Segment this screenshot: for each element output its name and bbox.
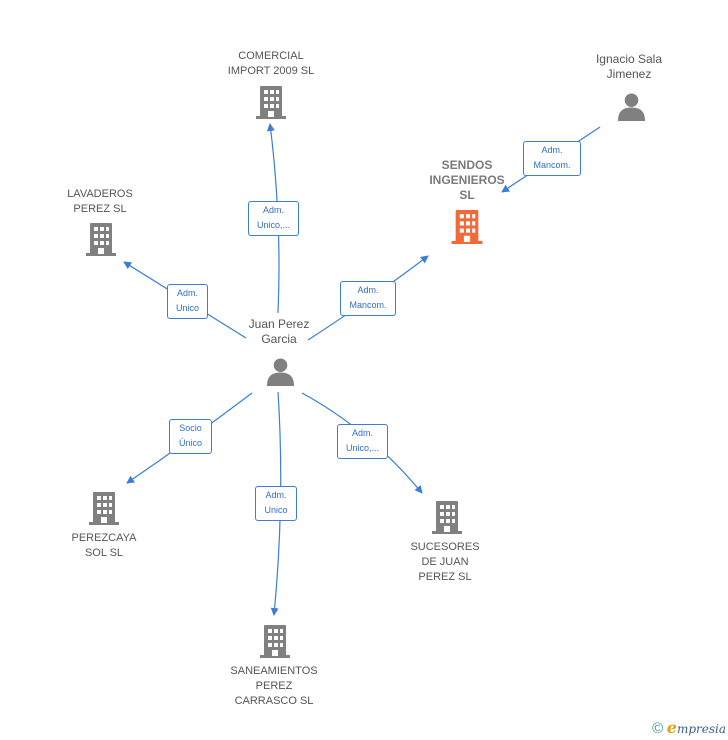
edge-label-sucesores[interactable]: Adm. Unico,... [337,424,388,459]
brand-logo[interactable]: empresia [666,718,726,737]
copyright-icon: © [652,720,664,737]
company-label-sendos[interactable]: SENDOS INGENIEROS SL [429,158,505,202]
company-label-perezcaya[interactable]: PEREZCAYA SOL SL [71,532,137,559]
building-icon-sendos[interactable] [451,210,483,244]
building-icon-sucesores[interactable] [432,501,462,534]
edge-label-ignacio-sendos[interactable]: Adm. Mancom. [523,141,581,176]
company-label-sucesores[interactable]: SUCESORES DE JUAN PEREZ SL [410,541,480,583]
company-label-saneamientos[interactable]: SANEAMIENTOS PEREZ CARRASCO SL [230,665,318,707]
company-label-comercial[interactable]: COMERCIAL IMPORT 2009 SL [227,50,315,77]
edge-label-saneamientos[interactable]: Adm. Unico [255,486,297,521]
building-icon-saneamientos[interactable] [260,625,290,658]
edge-label-perezcaya[interactable]: Socio Único [169,419,212,454]
person-label-juan-perez[interactable]: Juan Perez Garcia [248,317,310,346]
footer-brand: © empresia [652,718,726,737]
company-label-lavaderos[interactable]: LAVADEROS PEREZ SL [67,188,133,215]
person-icon-juan-perez[interactable] [266,358,295,386]
building-icon-perezcaya[interactable] [89,492,119,525]
edge-label-sendos[interactable]: Adm. Mancom. [340,281,396,316]
building-icon-comercial[interactable] [256,86,286,119]
edge-label-comercial[interactable]: Adm. Unico,... [248,201,299,236]
person-icon-ignacio-sala[interactable] [617,93,646,121]
person-label-ignacio-sala[interactable]: Ignacio Sala Jimenez [595,52,663,81]
edge-label-lavaderos[interactable]: Adm. Unico [167,284,208,319]
building-icon-lavaderos[interactable] [86,223,116,256]
